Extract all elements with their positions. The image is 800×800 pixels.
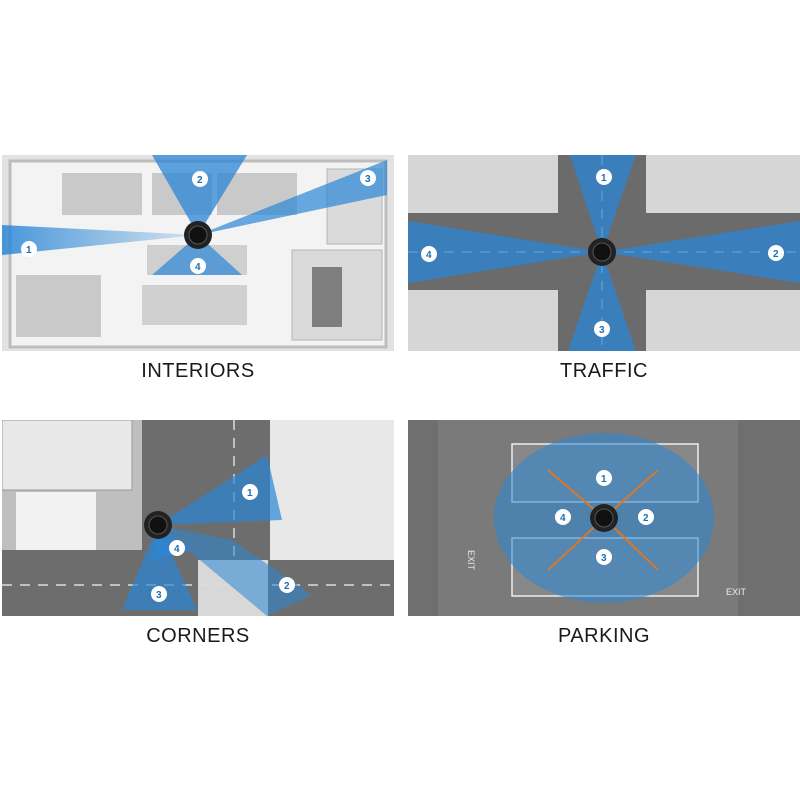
interiors-panel: 1 2 3 4 bbox=[2, 155, 394, 351]
coverage-zones bbox=[2, 155, 387, 275]
interiors-floorplan: 1 2 3 4 bbox=[2, 155, 394, 351]
svg-text:4: 4 bbox=[426, 250, 432, 261]
coverage-zone-3 bbox=[568, 252, 636, 351]
svg-text:2: 2 bbox=[284, 581, 290, 592]
camera-dome-icon bbox=[590, 504, 618, 532]
corners-panel: 1 2 3 4 bbox=[2, 420, 394, 616]
camera-dome-icon bbox=[184, 221, 212, 249]
coverage-zone-1 bbox=[570, 155, 636, 252]
parking-panel: 1 2 3 4 EXIT EXIT bbox=[408, 420, 800, 616]
zone-number-badge: 1 2 3 4 bbox=[421, 169, 784, 337]
svg-text:EXIT: EXIT bbox=[466, 550, 476, 571]
coverage-zone-4 bbox=[152, 235, 242, 275]
svg-text:3: 3 bbox=[156, 590, 162, 601]
parking-lot: 1 2 3 4 EXIT EXIT bbox=[408, 420, 800, 616]
svg-text:1: 1 bbox=[247, 488, 253, 499]
svg-text:1: 1 bbox=[26, 245, 32, 256]
svg-text:2: 2 bbox=[773, 249, 779, 260]
camera-dome-icon bbox=[144, 511, 172, 539]
svg-text:EXIT: EXIT bbox=[726, 587, 747, 597]
coverage-zone-2 bbox=[602, 221, 800, 283]
svg-text:2: 2 bbox=[197, 175, 203, 186]
exit-sign: EXIT EXIT bbox=[466, 550, 747, 597]
svg-text:3: 3 bbox=[599, 325, 605, 336]
svg-text:2: 2 bbox=[643, 513, 649, 524]
camera-dome-icon bbox=[588, 238, 616, 266]
coverage-zone-2 bbox=[152, 155, 247, 235]
svg-text:1: 1 bbox=[601, 173, 607, 184]
coverage-zone-1 bbox=[2, 225, 198, 255]
zone-number-badge: 1 2 3 4 bbox=[555, 470, 654, 565]
parking-caption: PARKING bbox=[557, 625, 651, 647]
svg-text:4: 4 bbox=[560, 513, 566, 524]
traffic-panel: 1 2 3 4 bbox=[408, 155, 800, 351]
svg-text:4: 4 bbox=[195, 262, 201, 273]
svg-text:4: 4 bbox=[174, 544, 180, 555]
corners-caption: CORNERS bbox=[146, 625, 250, 647]
coverage-zone-3 bbox=[198, 160, 387, 235]
corners-intersection: 1 2 3 4 bbox=[2, 420, 394, 616]
traffic-intersection: 1 2 3 4 bbox=[408, 155, 800, 351]
svg-text:3: 3 bbox=[365, 174, 371, 185]
coverage-zone-1 bbox=[158, 455, 282, 525]
coverage-zone-2 bbox=[158, 525, 312, 616]
svg-text:1: 1 bbox=[601, 474, 607, 485]
zone-number-badge: 1 2 3 4 bbox=[151, 484, 295, 602]
traffic-caption: TRAFFIC bbox=[560, 360, 648, 382]
zone-number-badge: 1 2 3 4 bbox=[21, 170, 376, 274]
coverage-zone-3 bbox=[122, 525, 197, 610]
interiors-caption: INTERIORS bbox=[141, 360, 255, 382]
coverage-zone-4 bbox=[408, 221, 602, 283]
svg-text:3: 3 bbox=[601, 553, 607, 564]
coverage-zones bbox=[408, 155, 800, 351]
